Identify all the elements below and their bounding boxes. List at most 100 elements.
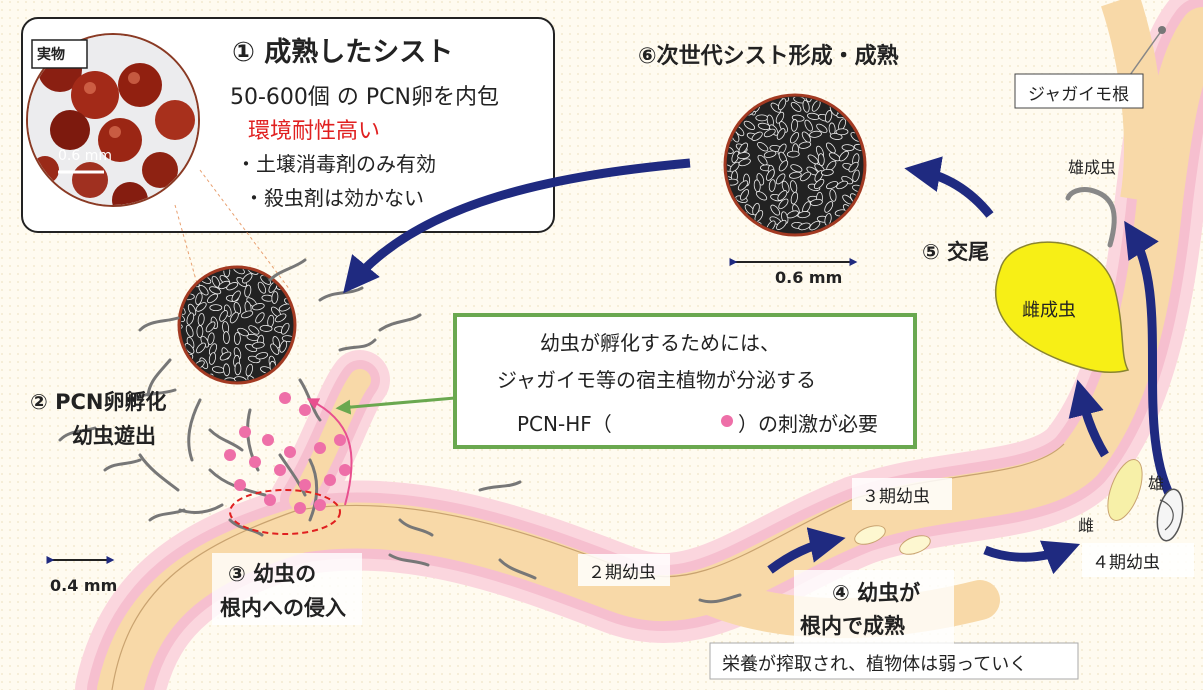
hf-info-box: [453, 313, 917, 449]
stage4-female: [1107, 459, 1143, 521]
larva: [378, 313, 422, 332]
egg: [223, 363, 230, 377]
stage2-label-box: [578, 554, 670, 586]
egg: [751, 131, 763, 141]
egg: [219, 310, 228, 322]
larva: [478, 480, 522, 492]
egg: [814, 170, 824, 182]
egg: [788, 171, 802, 179]
step1-note-2: ・殺虫剤は効かない: [244, 186, 424, 210]
egg: [800, 171, 812, 182]
larva-scale-label: 0.4 mm: [50, 576, 118, 595]
larva: [148, 508, 186, 522]
egg: [184, 343, 195, 354]
egg: [786, 210, 799, 219]
egg: [737, 180, 749, 191]
step5-label: ⑤ 交尾: [922, 240, 990, 264]
hf-dot: [299, 404, 311, 416]
egg: [797, 211, 811, 219]
egg: [255, 352, 269, 360]
hf-dot: [334, 434, 346, 446]
egg: [207, 332, 215, 346]
egg: [825, 142, 836, 154]
larva: [698, 593, 742, 604]
egg: [802, 99, 810, 113]
egg: [233, 269, 245, 275]
hf-dot: [279, 392, 291, 404]
root-pin: [1158, 26, 1166, 34]
egg: [817, 153, 825, 167]
egg: [824, 110, 833, 123]
step3-line1: ③ 幼虫の: [228, 562, 317, 586]
stage3-label-box: [852, 478, 952, 510]
egg: [779, 121, 788, 133]
egg: [838, 150, 849, 162]
egg: [729, 161, 740, 173]
step2-line1: ② PCN卵孵化: [30, 390, 167, 414]
larva: [146, 358, 172, 397]
egg: [271, 291, 279, 304]
egg: [829, 189, 837, 202]
egg: [738, 158, 751, 167]
egg: [768, 179, 776, 192]
photo-scale-label: 0.6 mm: [58, 148, 112, 164]
egg: [231, 290, 241, 302]
larva: [398, 518, 434, 537]
step4-box: [794, 570, 954, 645]
egg: [255, 312, 265, 324]
root-label-box: [1014, 73, 1144, 109]
hf-dot: [249, 456, 261, 468]
hf-line3-pre: PCN-HF（: [517, 412, 612, 436]
egg: [798, 141, 812, 149]
hf-dot: [314, 499, 326, 511]
cyst-next-generation: [723, 93, 867, 237]
egg: [789, 132, 799, 144]
egg: [810, 198, 823, 206]
egg: [755, 191, 768, 201]
hf-legend-dot: [721, 415, 733, 427]
egg: [209, 286, 222, 295]
egg: [757, 142, 769, 152]
step1-title: ① 成熟したシスト: [232, 37, 454, 68]
egg: [841, 144, 855, 152]
stage-arrow-2-to-3: [767, 527, 846, 574]
larva: [498, 558, 537, 580]
hf-line3-post: ）の刺激が必要: [738, 412, 878, 436]
hf-dot: [264, 494, 276, 506]
larva: [128, 388, 177, 402]
egg: [234, 362, 242, 376]
egg: [763, 128, 776, 138]
egg: [195, 302, 207, 312]
egg: [226, 282, 239, 291]
egg: [205, 321, 216, 333]
egg: [836, 180, 848, 190]
egg: [259, 325, 273, 332]
egg: [252, 303, 265, 311]
larva: [228, 518, 264, 537]
egg: [809, 220, 821, 231]
egg: [809, 130, 822, 138]
egg: [763, 150, 777, 158]
egg: [770, 204, 781, 216]
stage4-label: ４期幼虫: [1092, 553, 1160, 573]
egg: [755, 114, 769, 122]
female-adult: [995, 241, 1130, 374]
stage4-larvae: [1107, 459, 1184, 542]
egg: [233, 332, 241, 345]
egg: [208, 352, 216, 365]
egg: [209, 304, 223, 312]
female-adult-label: 雌成虫: [1022, 300, 1076, 321]
larva: [338, 338, 377, 352]
larva: [268, 258, 307, 282]
egg: [252, 341, 265, 349]
hf-dot: [234, 479, 246, 491]
egg: [198, 284, 209, 296]
egg: [848, 161, 859, 173]
egg: [781, 180, 790, 193]
step6-label: ⑥次世代シスト形成・成熟: [638, 44, 899, 69]
egg: [187, 303, 197, 316]
larvae: [58, 258, 742, 604]
egg: [835, 128, 849, 136]
inset-tag: 実物: [37, 47, 65, 63]
hf-dot: [314, 442, 326, 454]
